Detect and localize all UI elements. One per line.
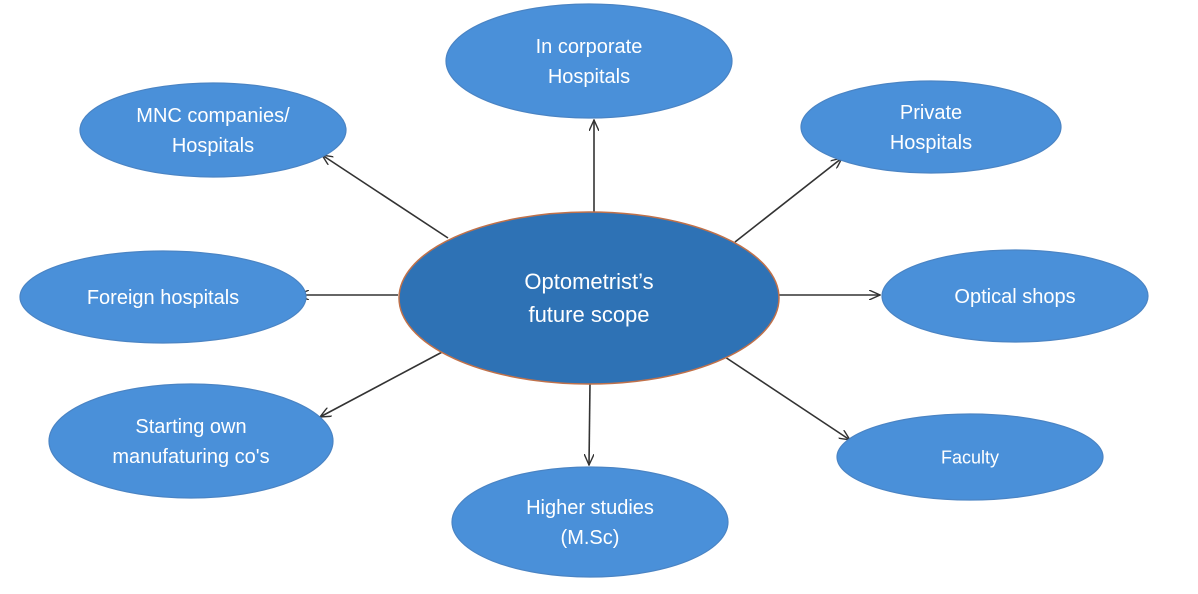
node-private-label-line: Hospitals (890, 132, 972, 154)
node-higher-shape (451, 466, 729, 578)
node-private-label-line: Private (900, 102, 962, 124)
node-corporate-label-line: Hospitals (548, 66, 630, 88)
node-optical-label-line: Optical shops (954, 286, 1075, 308)
center-node: Optometrist’s future scope (398, 211, 780, 385)
node-higher-label-line: (M.Sc) (561, 527, 620, 549)
node-corporate-label-line: In corporate (536, 36, 643, 58)
arrow-to-mnc (322, 155, 449, 239)
center-node-label-line: Optometrist’s (524, 269, 653, 294)
arrow-to-manufacturing (320, 349, 447, 417)
node-optical: Optical shops (881, 249, 1149, 343)
node-optical-shape (881, 249, 1149, 343)
arrows-layer (298, 120, 880, 465)
node-mnc-label-line: MNC companies/ (136, 105, 290, 127)
node-foreign: Foreign hospitals (19, 250, 307, 344)
node-mnc-shape (79, 82, 347, 178)
node-foreign-label-line: Foreign hospitals (87, 287, 239, 309)
node-manufacturing-label-line: manufaturing co's (112, 446, 269, 468)
node-mnc: MNC companies/Hospitals (79, 82, 347, 178)
node-faculty-label-line: Faculty (941, 447, 999, 467)
node-manufacturing-label-line: Starting own (135, 416, 246, 438)
center-node-shape (398, 211, 780, 385)
node-private-shape (800, 80, 1062, 174)
node-mnc-label-line: Hospitals (172, 135, 254, 157)
node-manufacturing-shape (48, 383, 334, 499)
node-higher-label-line: Higher studies (526, 497, 654, 519)
arrow-to-faculty (721, 354, 850, 440)
node-foreign-shape (19, 250, 307, 344)
center-node-label-line: future scope (528, 302, 649, 327)
node-faculty: Faculty (836, 413, 1104, 501)
nodes-layer: In corporateHospitalsPrivateHospitalsOpt… (19, 3, 1149, 578)
node-faculty-shape (836, 413, 1104, 501)
node-higher: Higher studies (M.Sc) (451, 466, 729, 578)
arrow-to-private (734, 158, 842, 243)
arrow-to-higher (589, 382, 590, 465)
node-manufacturing: Starting own manufaturing co's (48, 383, 334, 499)
node-corporate-shape (445, 3, 733, 119)
